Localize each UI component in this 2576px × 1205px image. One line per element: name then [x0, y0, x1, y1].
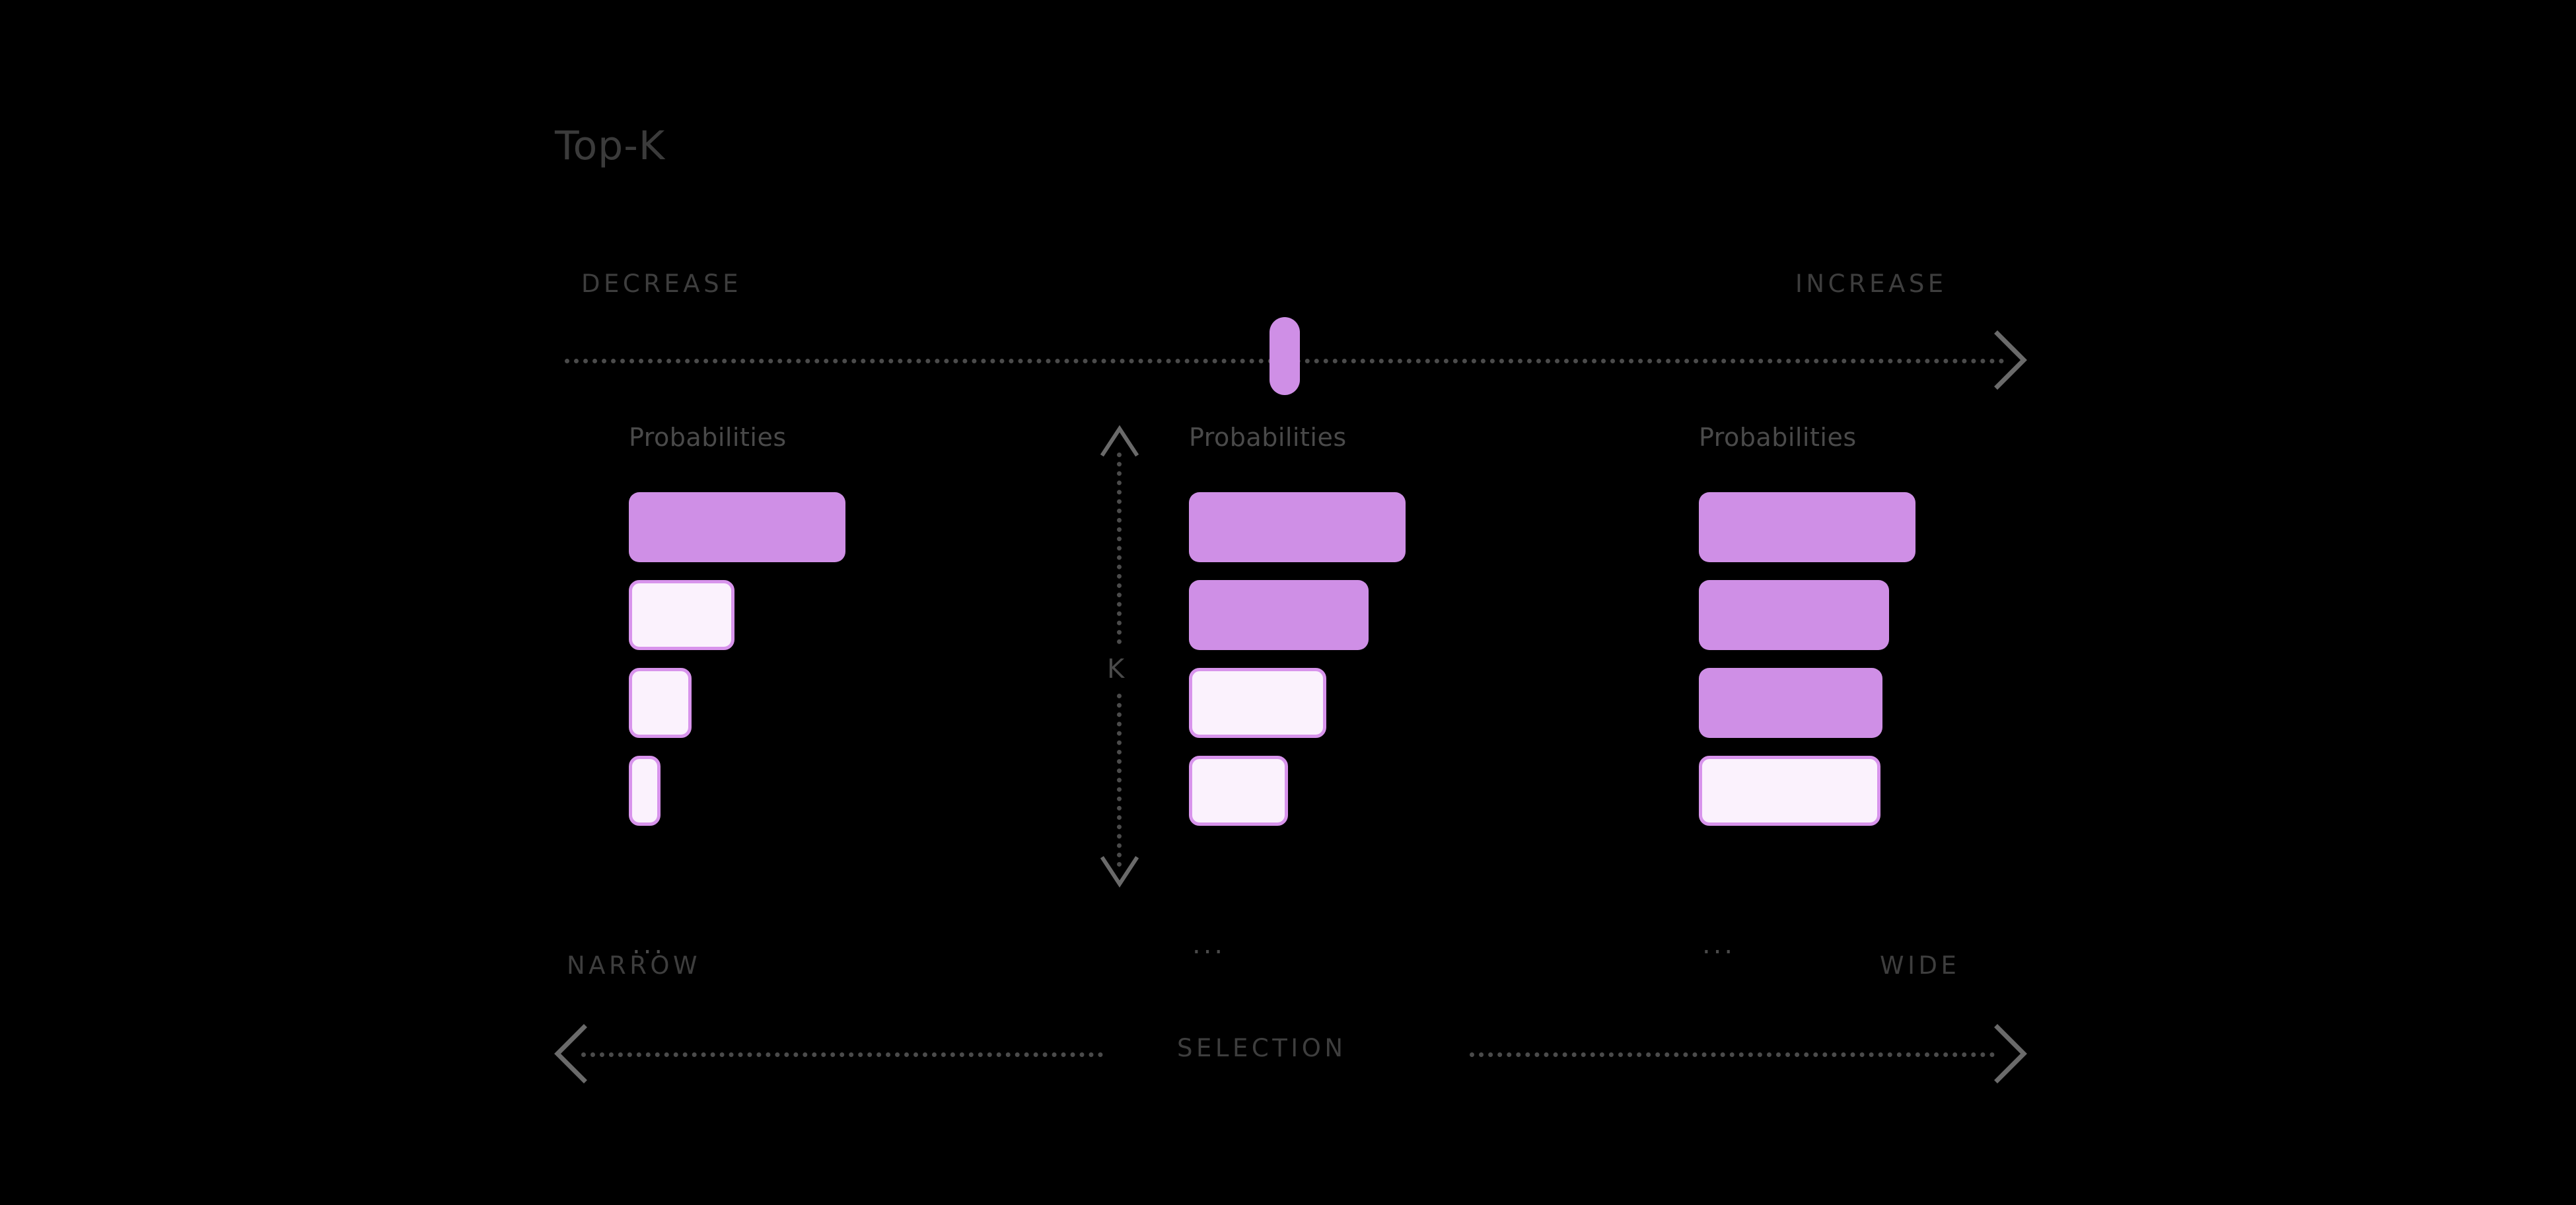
arrow-right-icon	[1993, 1024, 2028, 1083]
probability-bar[interactable]	[1189, 668, 1326, 738]
arrow-left-icon	[554, 1024, 588, 1083]
probability-bar[interactable]	[629, 668, 692, 738]
bottom-axis-dotted-line-left	[581, 1052, 1103, 1057]
column-label: Probabilities	[1699, 423, 1857, 452]
probability-bar[interactable]	[629, 756, 661, 826]
selection-label: SELECTION	[1177, 1034, 1347, 1062]
top-axis-left-label: DECREASE	[581, 270, 742, 298]
probability-bar[interactable]	[1699, 492, 1915, 562]
arrow-up-icon	[1100, 422, 1139, 463]
bottom-axis-dotted-line-right	[1470, 1052, 1995, 1057]
bottom-axis-right-label: WIDE	[1880, 951, 1960, 980]
k-range-indicator: K	[1100, 425, 1139, 895]
probability-bar[interactable]	[1699, 668, 1882, 738]
page-title: Top-K	[555, 123, 666, 169]
ellipsis-label: ...	[632, 930, 666, 960]
probability-bar[interactable]	[629, 492, 845, 562]
bottom-axis-left-label: NARROW	[567, 951, 701, 980]
k-line-lower	[1117, 694, 1122, 867]
ellipsis-label: ...	[1702, 930, 1736, 960]
top-axis-right-label: INCREASE	[1795, 270, 1947, 298]
probability-bar[interactable]	[1189, 580, 1369, 650]
arrow-down-icon	[1100, 852, 1139, 893]
arrow-right-icon	[1993, 330, 2028, 390]
column-label: Probabilities	[629, 423, 787, 452]
column-label: Probabilities	[1189, 423, 1347, 452]
topk-slider-thumb[interactable]	[1270, 317, 1300, 395]
ellipsis-label: ...	[1192, 930, 1226, 960]
probability-bar[interactable]	[1189, 756, 1288, 826]
k-label: K	[1107, 654, 1125, 684]
k-line-upper	[1117, 453, 1122, 644]
probability-bar[interactable]	[629, 580, 734, 650]
probability-bar[interactable]	[1189, 492, 1406, 562]
probability-bar[interactable]	[1699, 580, 1889, 650]
probability-bar[interactable]	[1699, 756, 1880, 826]
